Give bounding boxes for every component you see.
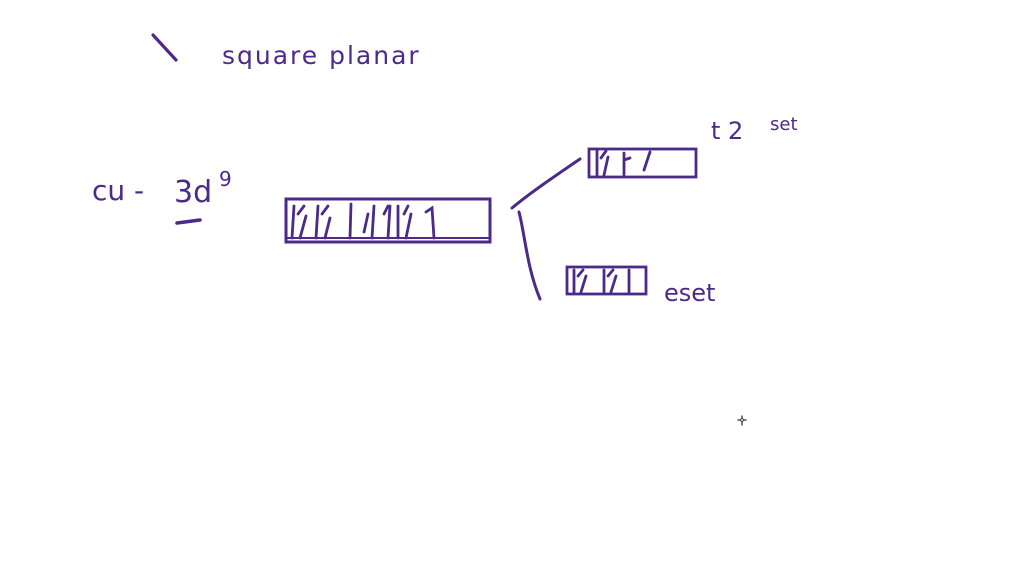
upper-set-label-base: t 2 [711, 117, 743, 145]
config-label: 3d [174, 175, 212, 210]
config-base: 3d [174, 175, 212, 210]
d-orbital-electrons [290, 202, 436, 240]
cursor-mark [737, 415, 747, 426]
lower-split-line [517, 210, 542, 301]
upper-box-outline [587, 147, 698, 179]
config-superscript: 9 [219, 167, 232, 191]
upper-split-line [510, 157, 582, 210]
upper-orbital-set-box [587, 147, 698, 179]
ion-label: cu - [92, 174, 144, 207]
lower-box-outline [565, 265, 648, 296]
upper-set-label: t 2 [711, 117, 743, 145]
lower-orbital-set-box [565, 265, 648, 296]
degenerate-d-orbital-box [284, 197, 492, 244]
upper-set-superscript: set [770, 114, 798, 135]
title-text: square planar [222, 41, 421, 70]
upper-box-electrons [595, 149, 652, 177]
lower-box-electrons [572, 268, 631, 294]
lower-set-label: eset [664, 279, 715, 307]
config-underline [175, 218, 202, 225]
tick-mark [151, 33, 178, 62]
d-orbital-outline [284, 197, 492, 244]
